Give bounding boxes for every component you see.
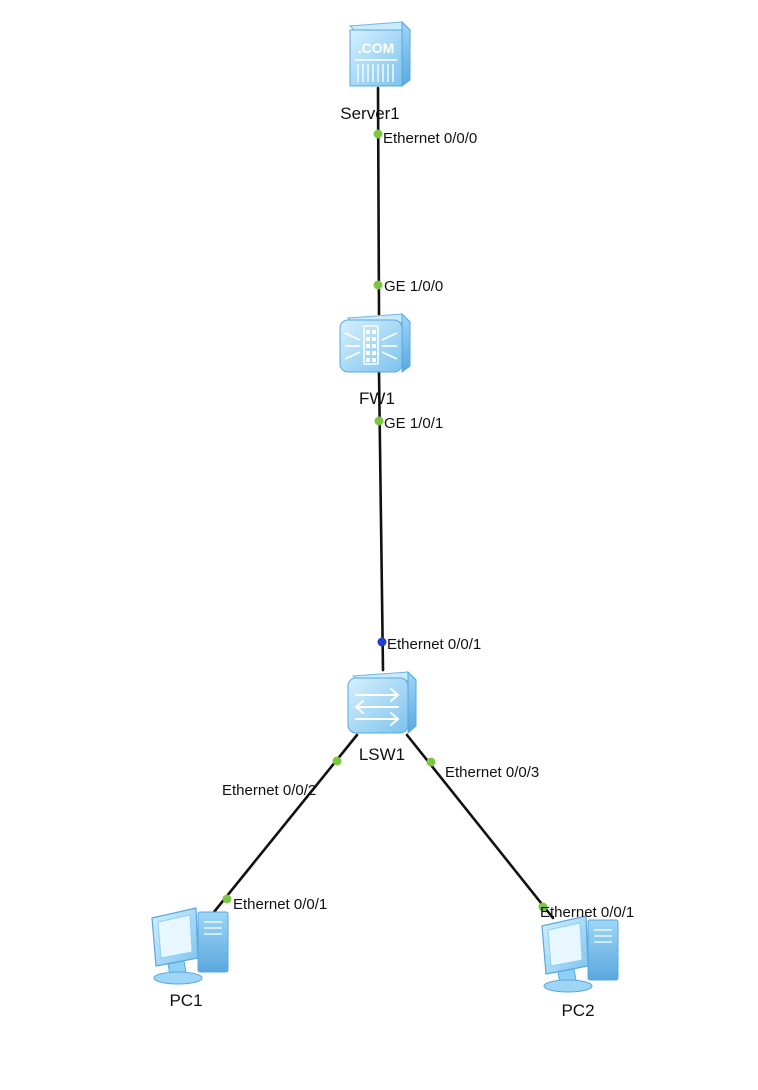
device-label-lsw1: LSW1 [359,745,405,764]
link-server1-fw1[interactable] [376,86,381,316]
port-label-pc1-eth001: Ethernet 0/0/1 [233,896,327,913]
pc-icon [151,907,229,985]
server-badge: .COM [358,40,395,56]
port-dot-fw1-ge100[interactable] [373,280,383,290]
device-label-pc1: PC1 [169,991,202,1010]
port-label-lsw1-eth003: Ethernet 0/0/3 [445,764,539,781]
port-label-server1-eth000: Ethernet 0/0/0 [383,130,477,147]
port-dot-fw1-ge101[interactable] [374,416,384,426]
port-label-pc2-eth001: Ethernet 0/0/1 [540,904,634,921]
port-label-lsw1-eth001: Ethernet 0/0/1 [387,636,481,653]
port-dot-pc1-eth001[interactable] [222,894,232,904]
server-icon: .COM [348,20,412,87]
port-label-fw1-ge101: GE 1/0/1 [384,415,443,432]
device-pc2[interactable]: PC2 [541,915,619,1020]
port-dot-pc2-eth001[interactable] [538,902,548,912]
device-label-fw1: FW1 [359,389,395,408]
port-dot-lsw1-eth003[interactable] [426,757,436,767]
port-label-lsw1-eth002: Ethernet 0/0/2 [222,782,316,799]
link-lsw1-pc1[interactable] [212,733,359,914]
device-server1[interactable]: .COM Server1 [340,20,412,123]
switch-icon [347,670,418,735]
port-dot-lsw1-eth002[interactable] [332,756,342,766]
device-pc1[interactable]: PC1 [151,907,229,1010]
device-fw1[interactable]: FW1 [339,312,412,408]
port-label-fw1-ge100: GE 1/0/0 [384,278,443,295]
device-label-pc2: PC2 [561,1001,594,1020]
port-dot-server1-eth000[interactable] [373,129,383,139]
firewall-icon [339,312,412,373]
device-lsw1[interactable]: LSW1 [347,670,418,764]
port-dot-lsw1-eth001[interactable] [377,637,387,647]
device-label-server1: Server1 [340,104,400,123]
pc-icon [541,915,619,993]
